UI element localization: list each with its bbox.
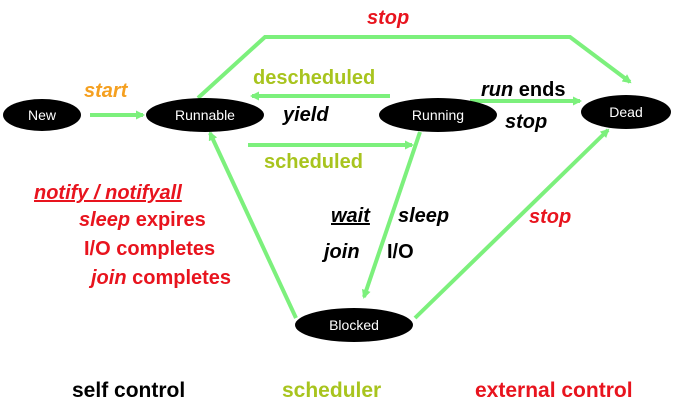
label-sleep-expires: sleep expires	[79, 210, 206, 230]
label-sleep-word: sleep	[79, 209, 131, 231]
label-ends: ends	[518, 79, 566, 101]
label-wait: wait	[331, 205, 370, 227]
arrow-running-to-blocked	[361, 131, 422, 299]
state-blocked: Blocked	[295, 308, 413, 342]
label-run-ends: run ends	[481, 80, 565, 100]
label-scheduled: scheduled	[264, 151, 363, 173]
state-new: New	[3, 99, 81, 131]
label-join: join	[324, 241, 360, 263]
state-new-label: New	[28, 107, 57, 123]
state-dead: Dead	[581, 95, 671, 129]
label-descheduled: descheduled	[253, 67, 376, 89]
label-yield: yield	[283, 104, 329, 126]
state-blocked-label: Blocked	[329, 317, 379, 333]
legend-scheduler: scheduler	[282, 379, 382, 402]
state-runnable: Runnable	[146, 98, 264, 132]
state-runnable-label: Runnable	[175, 107, 235, 123]
label-stop-mid: stop	[505, 111, 548, 133]
label-notify: notify / notifyall	[34, 182, 182, 204]
label-join-completes: join completes	[91, 268, 231, 288]
label-stop-top: stop	[367, 7, 410, 29]
arrow-blocked-to-dead	[413, 128, 610, 320]
label-start: start	[84, 80, 128, 102]
label-sleep-blocked: sleep	[398, 205, 450, 227]
label-io: I/O	[387, 241, 414, 263]
state-running: Running	[379, 98, 497, 132]
label-run: run	[481, 79, 514, 101]
label-join-word: join	[91, 267, 127, 289]
label-expires-word: expires	[135, 209, 206, 231]
label-stop-right: stop	[529, 206, 572, 228]
state-dead-label: Dead	[609, 104, 642, 120]
state-running-label: Running	[412, 107, 464, 123]
arrow-runnable-to-dead-stop	[196, 35, 632, 100]
label-completes-word: completes	[132, 267, 232, 289]
arrow-blocked-to-runnable	[208, 131, 298, 319]
legend-self-control: self control	[72, 379, 186, 402]
legend-external-control: external control	[475, 379, 633, 402]
label-io-completes: I/O completes	[84, 238, 216, 260]
